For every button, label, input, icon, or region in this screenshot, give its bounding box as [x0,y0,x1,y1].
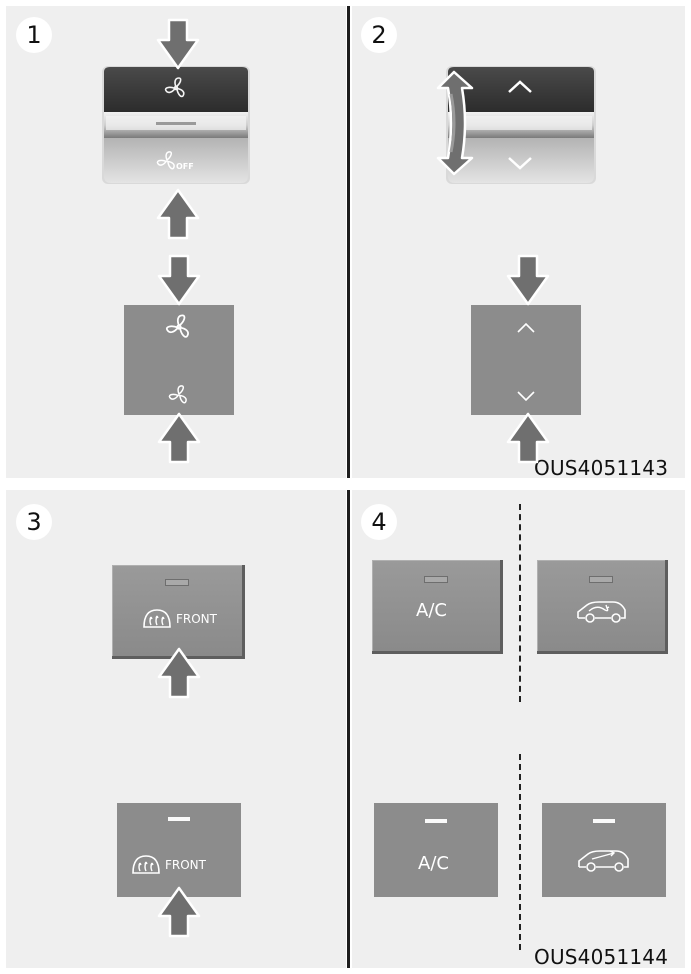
defrost-icon [143,609,171,628]
indicator-led-on [425,819,447,823]
ac-label: A/C [418,853,449,874]
dashed-separator-bottom [519,754,521,950]
indicator-led-on [168,817,190,821]
fan-icon-small [168,385,187,404]
ac-label: A/C [416,600,447,621]
figure-code-top: OUS4051143 [534,456,669,480]
dashed-separator-top [519,504,521,702]
rotate-arrow-icon [436,70,474,176]
car-recirculation-icon [578,850,629,872]
push-arrow-down-1b [157,254,201,306]
fan-icon [165,314,189,338]
figure-code-bottom: OUS4051144 [534,945,669,969]
step-number-3: 3 [16,504,52,540]
fan-rocker-switch[interactable]: OFF [100,66,252,186]
chevron-down-icon [508,157,532,170]
step-number-4: 4 [361,504,397,540]
temperature-button[interactable] [471,305,581,415]
divider-top [347,6,350,478]
air-recirculation-button-flat[interactable] [542,803,666,897]
push-arrow-down-1a [156,18,200,70]
fan-off-label: OFF [176,162,194,171]
car-recirculation-icon [577,601,626,623]
push-arrow-up-1a [156,188,200,240]
push-arrow-up-3b [157,886,201,938]
push-arrow-down-2 [506,254,550,306]
push-arrow-up-2 [506,412,550,464]
front-defrost-button-raised[interactable]: FRONT [112,565,245,659]
step-number-2: 2 [361,17,397,53]
temperature-rocker-switch[interactable] [444,66,598,186]
indicator-led-off [165,579,189,586]
chevron-down-icon [517,391,535,401]
divider-bottom [347,490,350,968]
front-label: FRONT [165,858,206,872]
defrost-icon [132,855,160,874]
fan-speed-button[interactable] [124,305,234,415]
push-arrow-up-1b [157,412,201,464]
ac-button-raised[interactable]: A/C [372,560,503,654]
fan-icon [164,77,185,98]
indicator-led-on [593,819,615,823]
air-recirculation-button-raised[interactable] [537,560,668,654]
push-arrow-up-3a [157,647,201,699]
front-label: FRONT [176,612,217,626]
ac-button-flat[interactable]: A/C [374,803,498,897]
indicator-led-off [424,576,448,583]
chevron-up-icon [508,80,532,93]
fan-off-icon [156,151,175,170]
indicator-led-off [589,576,613,583]
chevron-up-icon [517,323,535,333]
front-defrost-button-flat[interactable]: FRONT [117,803,241,897]
step-number-1: 1 [16,17,52,53]
